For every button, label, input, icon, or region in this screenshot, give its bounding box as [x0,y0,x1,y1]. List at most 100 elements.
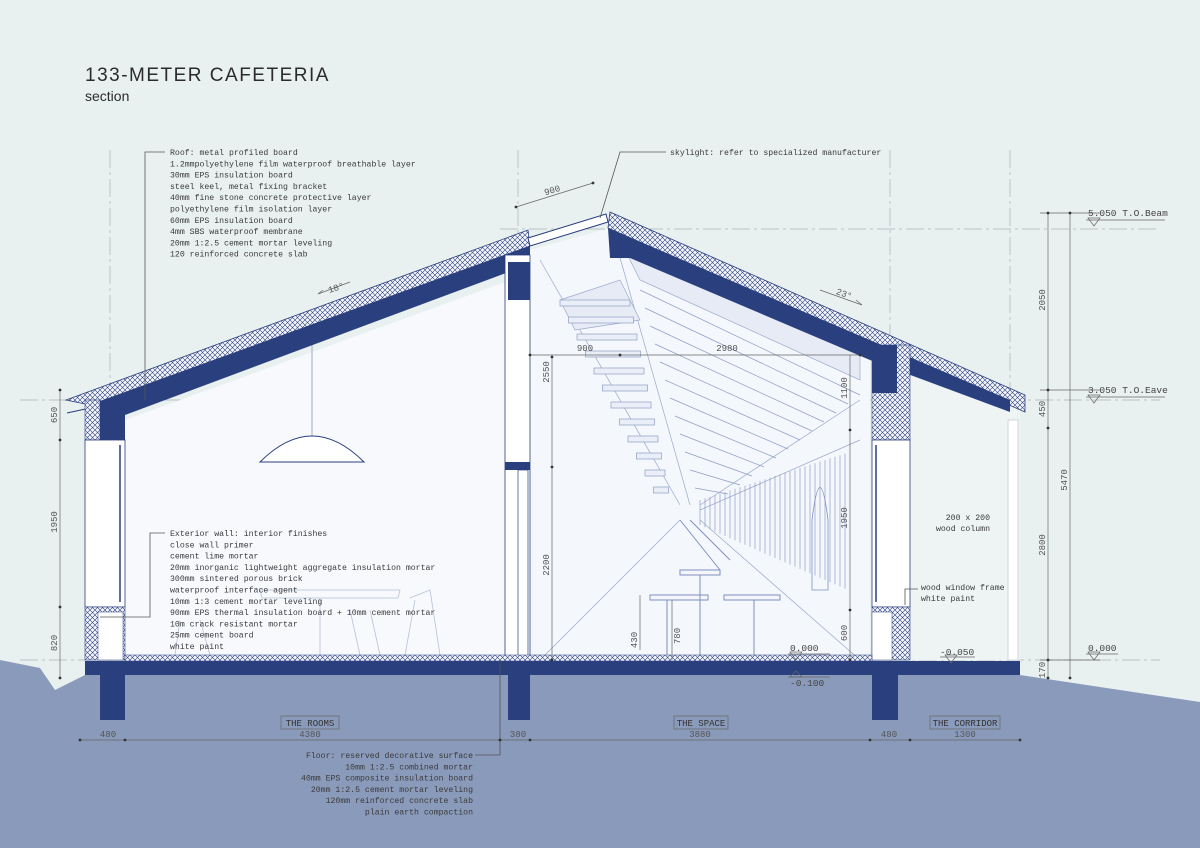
dim-right-4: 170 [1038,662,1048,678]
note-line: 10m crack resistant mortar [170,619,298,629]
dimension-tick [1046,388,1050,392]
arched-window [811,487,829,591]
dimension-tick [550,355,554,359]
room-label-space: THE SPACE [677,719,726,729]
dimension-tick [78,738,82,742]
rafter-line [689,469,741,486]
leader-lines [100,151,918,756]
note-line: 300mm sintered porous brick [170,574,303,584]
rafter-line [694,487,729,495]
dim-right-2: 450 [1038,401,1048,417]
dimension-tick [58,605,62,609]
left-wall-core [97,611,124,661]
page-title: 133-METER CAFETERIA [85,65,330,86]
room-interior [125,282,505,660]
dim-right-inner-3: 600 [840,625,850,641]
dimension-tick [908,738,912,742]
dim-bottom-3: 380 [510,730,526,740]
footing-middle [508,675,530,720]
level-eave: 3.050 T.O.Eave [1088,385,1168,396]
note-line: steel keel, metal fixing bracket [170,182,327,192]
skylight[interactable] [527,213,609,247]
rafter [568,316,634,324]
note-line: cement lime mortar [170,552,259,562]
dim-left-1: 650 [50,407,60,423]
ground [0,660,1200,848]
dim-bottom-2: 4380 [299,730,321,740]
angle-arrows [317,281,863,306]
footing-right [872,675,898,720]
note-line: 20mm 1:2.5 cement mortar leveling [311,785,473,795]
dimension-tick [550,465,554,469]
dimension-tick [1068,676,1072,680]
note-line: 25mm cement board [170,631,254,641]
rafter [559,299,631,307]
floor-slab [85,661,1020,675]
left-window[interactable] [84,439,126,608]
dim-bottom-4: 3880 [689,730,711,740]
rafter [636,452,662,460]
dim-right-inner-1: 1100 [840,377,850,399]
dimension-tick [848,658,852,662]
rafter-line [669,397,789,450]
rafter-line [684,451,753,477]
dim-right-3: 2800 [1038,534,1048,556]
rafter [593,367,645,375]
dim-middle-v-1: 2550 [542,361,552,383]
dimension-tick [848,608,852,612]
note-line: 40mm fine stone concrete protective laye… [170,193,372,203]
level-corridor: -0.050 [940,647,975,658]
room-label-boxes [280,715,1001,730]
level-beam: 5.050 T.O.Beam [1088,208,1168,219]
dim-table-1: 430 [630,632,640,648]
note-line: 1.2mmpolyethylene film waterproof breath… [170,159,416,169]
dim-table-2: 780 [673,628,683,644]
footing-left [100,675,125,720]
dimension-tick [498,738,502,742]
right-window[interactable] [871,439,911,608]
angle-left: 18° [327,281,346,296]
note-line: wood column [936,524,990,534]
note-line: 10mm 1:3 cement mortar leveling [170,597,322,607]
room-furniture [174,589,441,656]
rafter [602,384,648,392]
dimension-tick [58,438,62,442]
dim-middle-h-1: 900 [577,344,593,354]
note-line: 120mm reinforced concrete slab [326,796,473,806]
note-line: 10mm 1:2.5 combined mortar [345,762,473,772]
rafter [585,350,641,358]
level-slab-space: -0.100 [790,678,825,689]
note-line: wood window frame [921,583,1005,593]
note-line: 20mm 1:2.5 cement mortar leveling [170,238,332,248]
dimension-tick [1046,211,1050,215]
dim-left-2: 1950 [50,511,60,533]
dim-right-1: 2050 [1038,289,1048,311]
dimension-tick [528,738,532,742]
rafter-line [679,433,765,468]
wood-column [1007,419,1019,661]
dimension-tick [528,353,532,357]
window-mullions [699,453,846,589]
dimension-tick [1046,676,1050,680]
rafter-line [639,289,861,396]
rafter [619,418,655,426]
note-line: Exterior wall: interior finishes [170,529,327,539]
middle-door[interactable] [517,469,529,661]
dimension-tick [58,676,62,680]
note-line: 4mm SBS waterproof membrane [170,227,303,237]
rafter-line [664,379,801,441]
dimension-tick [591,181,595,185]
dim-skylight: 900 [543,184,561,198]
note-line: 120 reinforced concrete slab [170,250,308,260]
right-beam [872,345,897,393]
roof-left-slab [90,246,530,415]
dimension-tick [550,658,554,662]
dim-bottom-1: 480 [100,730,116,740]
rafter [644,469,666,477]
note-line: 40mm EPS composite insulation board [301,774,473,784]
